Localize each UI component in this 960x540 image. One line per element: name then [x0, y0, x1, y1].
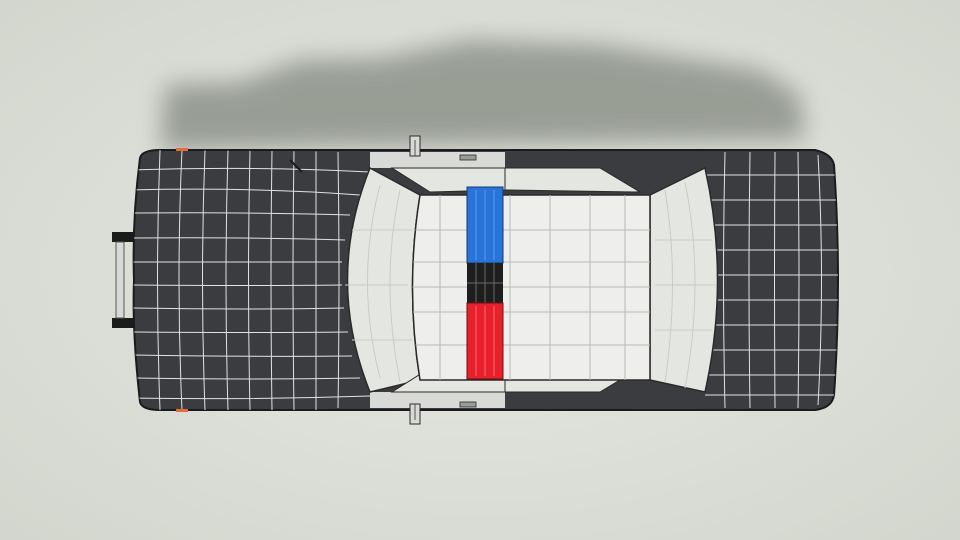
- side-window-rear-left: [504, 167, 642, 193]
- car-body: [112, 135, 839, 425]
- door-handle-front-right: [459, 401, 477, 408]
- rear-window-wireframe: [655, 181, 716, 389]
- roof-wireframe: [412, 195, 650, 380]
- rear-window: [649, 166, 719, 393]
- car-shadow: [160, 40, 805, 150]
- trunk-wireframe: [705, 152, 838, 408]
- side-mirror-left: [409, 135, 421, 157]
- side-mirror-right: [409, 403, 421, 425]
- front-indicator-left: [176, 148, 188, 151]
- front-indicator-right: [176, 409, 188, 412]
- antenna: [289, 159, 303, 173]
- hood-wireframe: [133, 150, 370, 410]
- front-bumper: [112, 232, 134, 328]
- light-bar: [466, 186, 504, 380]
- door-handle-front-left: [459, 154, 477, 161]
- windshield: [346, 166, 421, 393]
- windshield-wireframe: [345, 184, 412, 383]
